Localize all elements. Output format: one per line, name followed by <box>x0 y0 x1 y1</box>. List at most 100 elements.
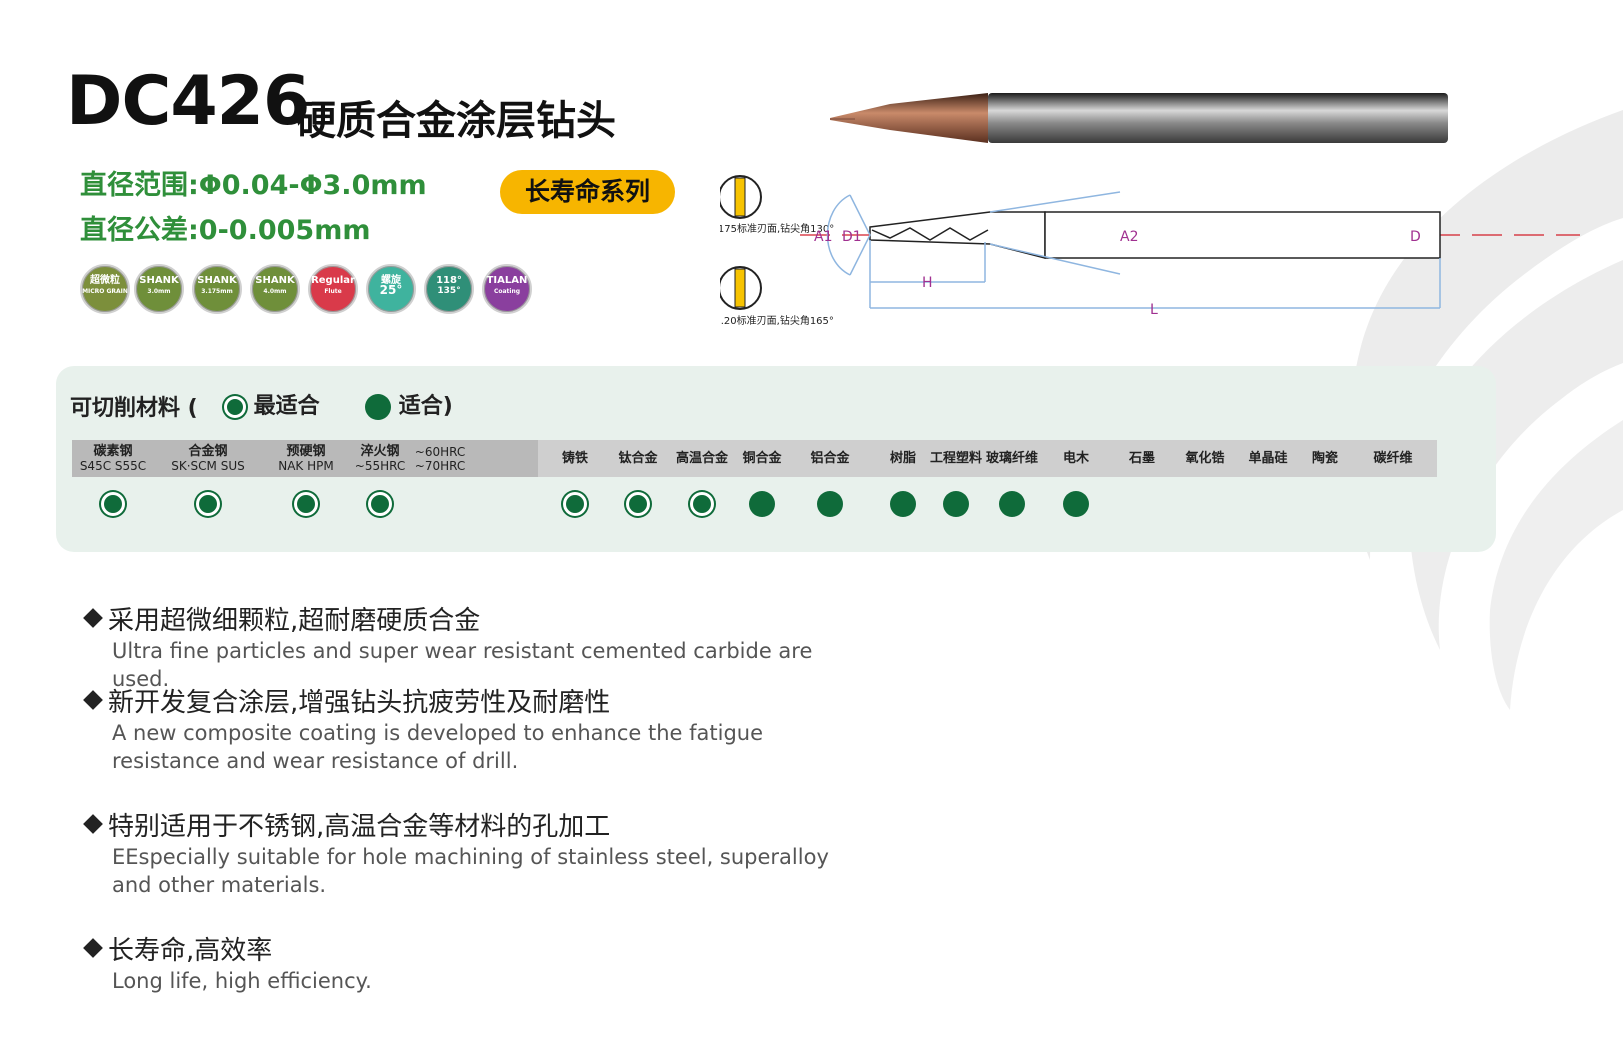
best-fit-mark-icon <box>563 492 587 516</box>
diamond-bullet-icon <box>83 690 103 710</box>
material-name: 铝合金 <box>810 450 850 466</box>
best-fit-mark-icon <box>690 492 714 516</box>
legend-best-label: 最适合 <box>253 394 320 419</box>
label-a1: A1 <box>814 229 832 245</box>
suitable-mark-icon <box>890 491 916 517</box>
material-name: 工程塑料 <box>929 450 982 466</box>
material-name: 碳纤维 <box>1373 450 1413 466</box>
materials-legend: 最适合 适合) <box>224 388 453 420</box>
material-header-cell: 工程塑料 <box>911 440 1001 477</box>
feature-en: Ultra fine particles and super wear resi… <box>112 639 813 691</box>
feature-cn: 长寿命,高效率 <box>108 936 273 966</box>
feature-cn: 采用超微细颗粒,超耐磨硬质合金 <box>108 606 481 636</box>
material-header-cell: 树脂 <box>858 440 948 477</box>
material-name: 陶瓷 <box>1311 450 1338 466</box>
dimension-drawing: A1 D1 A2 D H L <box>800 191 1580 318</box>
material-header-cell: 陶瓷 <box>1280 440 1370 477</box>
material-grade: SK·SCM SUS <box>171 458 245 473</box>
material-name: 预硬钢 <box>286 443 326 459</box>
label-l: L <box>1150 302 1158 318</box>
feature-en: A new composite coating is developed to … <box>112 721 764 773</box>
material-name: 石墨 <box>1128 450 1155 466</box>
steel-header-bar <box>72 440 538 477</box>
material-name: 淬火钢 <box>360 443 400 459</box>
material-header-cell: 钛合金 <box>593 440 683 477</box>
background-swoosh-decoration <box>1349 110 1623 710</box>
diamond-bullet-icon <box>83 814 103 834</box>
drill-diagram: ≤3.175标准刃面,钻尖角130° ≥3.20标准刃面,钻尖角165° A1 … <box>720 93 1580 327</box>
material-grade: ~60HRC ~70HRC <box>414 444 466 473</box>
point-angle-badge: 118°135° <box>424 264 474 314</box>
material-name: 氧化锆 <box>1185 450 1225 466</box>
feature-en: Long life, high efficiency. <box>112 969 372 993</box>
note-small-angle: ≤3.175标准刃面,钻尖角130° <box>720 222 834 235</box>
label-d: D <box>1410 229 1421 245</box>
feature-cn: 特别适用于不锈钢,高温合金等材料的孔加工 <box>108 812 611 842</box>
material-name: 合金钢 <box>188 443 228 459</box>
material-header-cell: 铝合金 <box>785 440 875 477</box>
material-header-cell: ~60HRC ~70HRC <box>395 440 485 477</box>
material-header-cell: 石墨 <box>1097 440 1187 477</box>
material-header-cell: 淬火钢~55HRC <box>335 440 425 477</box>
suitable-mark-icon <box>817 491 843 517</box>
material-name: 玻璃纤维 <box>985 450 1038 466</box>
diamond-bullet-icon <box>83 938 103 958</box>
material-header-cell: 铸铁 <box>530 440 620 477</box>
suitable-mark-icon <box>749 491 775 517</box>
feature-item: 新开发复合涂层,增强钻头抗疲劳性及耐磨性 A new composite coa… <box>82 682 832 775</box>
suitable-mark-icon <box>999 491 1025 517</box>
material-name: 单晶硅 <box>1248 450 1288 466</box>
material-grade: NAK HPM <box>278 458 334 473</box>
note-large-angle: ≥3.20标准刃面,钻尖角165° <box>720 314 834 327</box>
feature-item: 采用超微细颗粒,超耐磨硬质合金 Ultra fine particles and… <box>82 600 832 693</box>
diameter-tolerance: 直径公差:0-0.005mm <box>80 215 371 246</box>
material-header-cell: 碳纤维 <box>1348 440 1438 477</box>
best-fit-mark-icon <box>101 492 125 516</box>
material-name: 树脂 <box>889 450 916 466</box>
diamond-bullet-icon <box>83 608 103 628</box>
material-grade: S45C S55C <box>79 458 147 473</box>
material-name: 高温合金 <box>675 450 728 466</box>
feature-en: EEspecially suitable for hole machining … <box>112 845 829 897</box>
feature-item: 特别适用于不锈钢,高温合金等材料的孔加工 EEspecially suitabl… <box>82 806 832 899</box>
best-fit-mark-icon <box>626 492 650 516</box>
material-header-cell: 玻璃纤维 <box>967 440 1057 477</box>
material-name: 钛合金 <box>618 450 658 466</box>
suitable-mark-icon <box>1063 491 1089 517</box>
tip-section-large: ≥3.20标准刃面,钻尖角165° <box>720 266 834 327</box>
label-d1: D1 <box>842 229 862 245</box>
material-header-cell: 铜合金 <box>717 440 807 477</box>
best-fit-mark-icon <box>196 492 220 516</box>
series-badge: 长寿命系列 <box>500 170 675 214</box>
material-name: 碳素钢 <box>93 443 133 459</box>
label-a2: A2 <box>1120 229 1138 245</box>
best-fit-icon <box>224 396 246 418</box>
legend-suitable-label: 适合) <box>398 394 453 419</box>
product-name: 硬质合金涂层钻头 <box>296 98 616 144</box>
material-name: 铸铁 <box>561 450 588 466</box>
material-header-cell: 电木 <box>1031 440 1121 477</box>
label-h: H <box>922 275 933 291</box>
material-name: 电木 <box>1062 450 1089 466</box>
best-fit-mark-icon <box>368 492 392 516</box>
tip-section-small: ≤3.175标准刃面,钻尖角130° <box>720 175 834 235</box>
drill-photo <box>830 93 1448 143</box>
product-code: DC426 <box>66 62 310 141</box>
diameter-range: 直径范围:Φ0.04-Φ3.0mm <box>80 170 427 201</box>
suitable-icon <box>365 394 392 420</box>
feature-cn: 新开发复合涂层,增强钻头抗疲劳性及耐磨性 <box>108 688 611 718</box>
material-grade: ~55HRC <box>354 458 406 473</box>
suitable-mark-icon <box>943 491 969 517</box>
feature-item: 长寿命,高效率 Long life, high efficiency. <box>82 930 832 995</box>
materials-legend-label: 可切削材料 ( <box>70 396 198 421</box>
